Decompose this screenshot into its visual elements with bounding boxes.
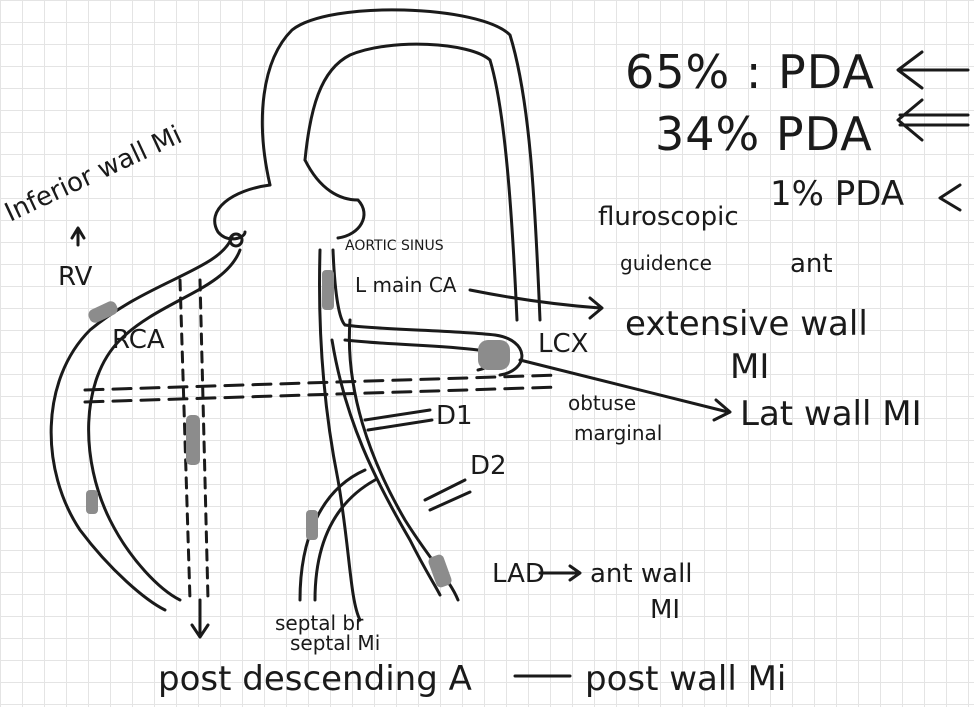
arrow-post-descending (192, 600, 208, 637)
lad-mi-label: MI (650, 595, 680, 625)
septal-mi-label: septal Mi (290, 631, 380, 655)
d2-label: D2 (470, 451, 507, 481)
lmca-right (333, 250, 345, 325)
d1-branch (365, 410, 432, 430)
obtuse-label: obtuse (568, 391, 636, 415)
d2-branch (425, 480, 470, 510)
arrow-pda-2 (898, 100, 968, 140)
arrow-lad-to-ant-wall (540, 566, 580, 580)
rca-distal-lesion (86, 490, 98, 514)
arrow-pda-1 (898, 52, 968, 88)
lad-label: LAD (492, 559, 545, 589)
marginal-label: marginal (574, 421, 662, 445)
lat-wall-mi-label: Lat wall MI (740, 394, 922, 434)
post-wall-mi-label: post wall Mi (585, 659, 786, 699)
lad-lesion (427, 553, 453, 589)
d1-label: D1 (436, 401, 473, 431)
left-main-ca-label: L main CA (355, 273, 457, 297)
aortic-root-left (215, 185, 270, 239)
extensive-wall-label: extensive wall (625, 304, 868, 344)
aortic-root-right (305, 160, 364, 238)
inferior-wall-mi-label: Inferior wall Mi (0, 120, 186, 228)
arrow-rv-up (72, 228, 84, 245)
rca-label: RCA (112, 325, 165, 355)
lcx-label: LCX (538, 329, 588, 359)
rca-dashed-2 (200, 280, 208, 600)
ant-wall-label: ant wall (590, 559, 693, 589)
pda-34-label: 34% PDA (655, 107, 873, 161)
lmca-lesion (322, 270, 334, 310)
pda-65-label: 65% : PDA (625, 45, 875, 99)
aortic-sinus-label: AORTIC SINUS (345, 238, 444, 254)
pda-1-label: 1% PDA (770, 174, 904, 214)
extensive-mi-label: MI (730, 347, 769, 387)
post-descending-label: post descending A (158, 659, 472, 699)
arrow-lmca-to-ant-wall (470, 290, 602, 318)
lcx-lesion (478, 340, 510, 370)
rv-label: RV (58, 262, 93, 292)
fluoroscopic-label-1: fluroscopic (598, 202, 739, 232)
fluoroscopic-label-2: guidence (620, 251, 712, 275)
lcx-lower (345, 340, 495, 370)
ant-label: ant (790, 249, 833, 279)
septal-lesion (306, 510, 318, 540)
rca-mid-lesion (186, 415, 200, 465)
arrow-pda-3 (940, 185, 960, 210)
